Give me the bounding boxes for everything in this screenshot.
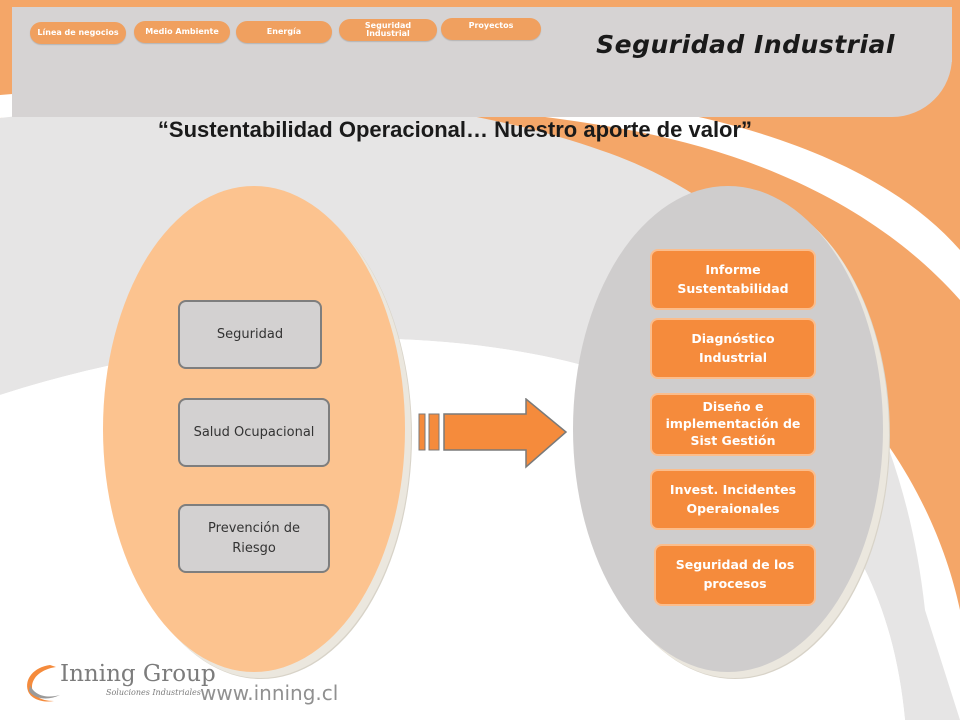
logo-name: Inning Group <box>60 661 216 687</box>
item-label: Sist Gestión <box>690 432 776 448</box>
item-label: Operaionales <box>686 500 780 516</box>
nav-item-label: Proyectos <box>468 21 514 30</box>
tagline: “Sustentabilidad Operacional… Nuestro ap… <box>157 117 753 142</box>
nav-item-label: Línea de negocios <box>37 27 119 37</box>
item-seguridad: Seguridad <box>178 300 322 369</box>
item-informe-sustentabilidad: Informe Sustentabilidad <box>650 249 816 310</box>
item-label: Diseño e <box>702 399 764 415</box>
company-logo: Inning Group Soluciones Industriales www… <box>20 655 350 715</box>
item-label: Seguridad <box>216 326 284 342</box>
nav-item-label: Medio Ambiente <box>145 26 219 36</box>
item-label: Industrial <box>699 349 767 365</box>
right-arrow-icon <box>418 398 568 469</box>
item-diseno-implementacion: Diseño e implementación de Sist Gestión <box>650 393 816 456</box>
nav-item-label: Seguridad <box>364 20 412 30</box>
page-title: Seguridad Industrial <box>596 30 895 59</box>
website-link[interactable]: www.inning.cl <box>200 681 339 705</box>
nav-item-energia[interactable]: Energía <box>236 21 332 43</box>
item-salud-ocupacional: Salud Ocupacional <box>178 398 330 467</box>
item-label: Prevención de <box>208 521 300 536</box>
logo-subtitle: Soluciones Industriales <box>106 688 201 697</box>
nav-item-seguridad-industrial[interactable]: Seguridad Industrial <box>339 19 437 41</box>
item-label: implementación de <box>665 416 801 432</box>
item-label: Riesgo <box>232 540 276 556</box>
item-diagnostico-industrial: Diagnóstico Industrial <box>650 318 816 379</box>
item-label: Invest. Incidentes <box>669 481 797 497</box>
nav-item-medio-ambiente[interactable]: Medio Ambiente <box>134 21 230 43</box>
item-invest-incidentes: Invest. Incidentes Operaionales <box>650 469 816 530</box>
item-label: Seguridad de los <box>675 557 795 573</box>
nav-item-lineas-de-negocio[interactable]: Línea de negocios <box>30 22 126 44</box>
item-label: Diagnóstico <box>691 330 775 346</box>
item-label: Sustentabilidad <box>677 280 789 296</box>
swoosh-logo-icon <box>27 665 60 702</box>
item-label: Informe <box>705 261 761 277</box>
item-label: procesos <box>703 576 767 591</box>
item-prevencion-de-riesgo: Prevención de Riesgo <box>178 504 330 573</box>
nav-item-proyectos[interactable]: Proyectos <box>441 18 541 40</box>
item-label: Salud Ocupacional <box>193 424 315 440</box>
nav-item-label: Energía <box>266 26 302 36</box>
item-seguridad-procesos: Seguridad de los procesos <box>654 544 816 606</box>
nav-item-label: Industrial <box>366 29 410 38</box>
